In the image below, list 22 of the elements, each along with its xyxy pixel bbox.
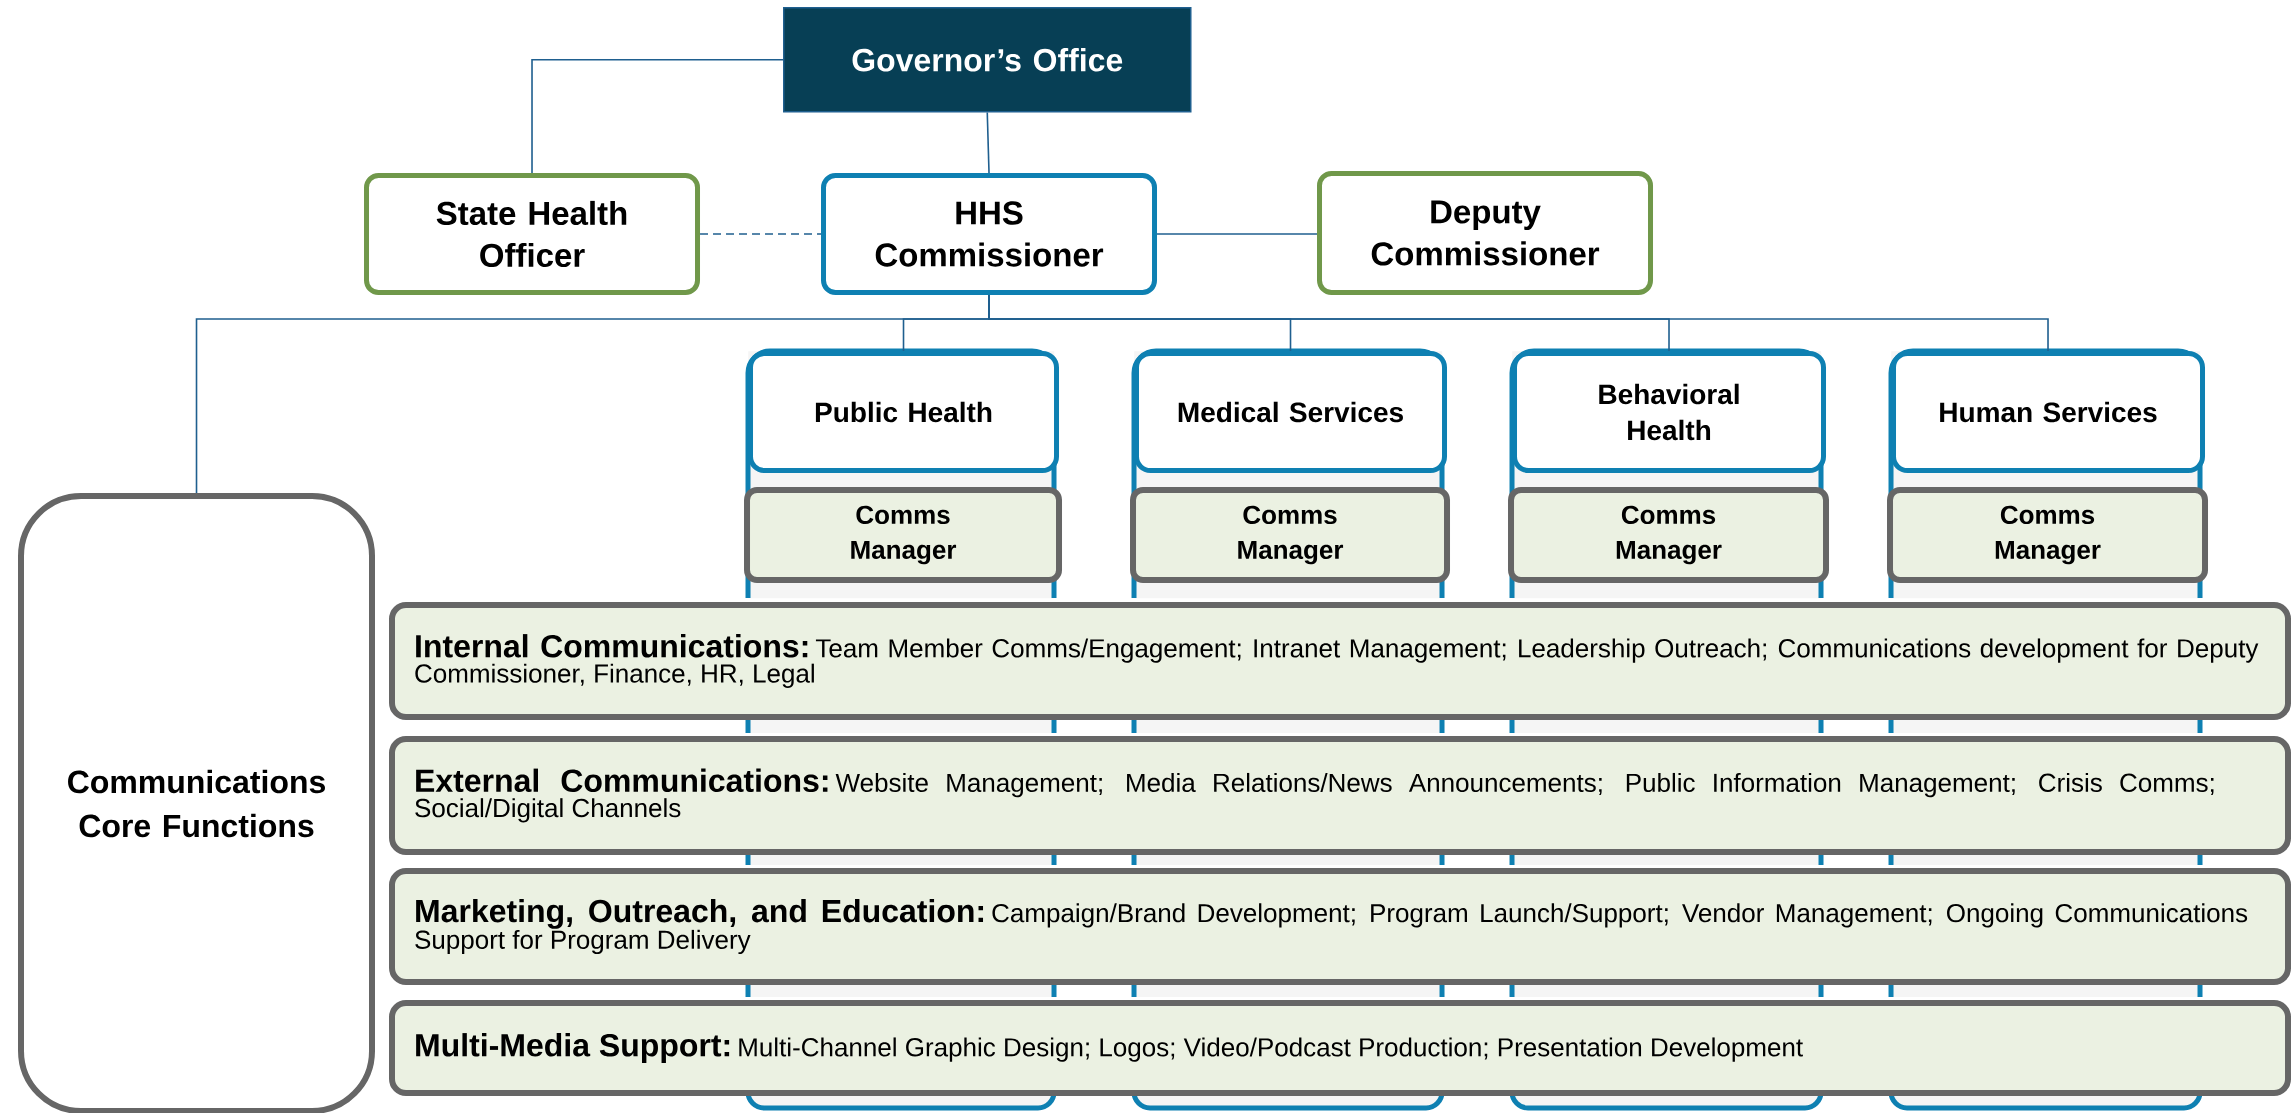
connector-line xyxy=(988,294,2049,352)
functions-box: Communications Core Functions xyxy=(18,493,375,1113)
officer-box: State Health Officer xyxy=(364,173,700,295)
division-box: Human Services xyxy=(1891,351,2205,473)
manager-box: Comms Manager xyxy=(1130,487,1450,583)
manager-box: Comms Manager xyxy=(1508,487,1829,583)
function-bar: External Communications: Website Management; Media Relations/News Announcements; Public Information Management; Crisis Comms; Social/Digital Channels xyxy=(389,736,2291,855)
function-bar: Marketing, Outreach, and Education: Campaign/Brand Development; Program Launch/Support; Vendor Management; Ongoing Communications Support for Program Delivery xyxy=(389,868,2291,985)
manager-box: Comms Manager xyxy=(1887,487,2208,583)
division-box: Medical Services xyxy=(1134,351,1447,473)
office-box: Governor’s Office xyxy=(783,7,1192,113)
officer-box: Deputy Commissioner xyxy=(1317,171,1653,295)
division-box: Behavioral Health xyxy=(1512,351,1826,473)
commissioner-box: HHS Commissioner xyxy=(821,173,1157,295)
function-bar: Internal Communications: Team Member Comms/Engagement; Intranet Management; Leadership Outreach; Communications development for Deputy Commissioner, Finance, HR, Legal xyxy=(389,602,2291,720)
manager-box: Comms Manager xyxy=(744,487,1062,583)
connector-line xyxy=(1156,233,1318,235)
connector-line xyxy=(531,58,784,174)
connector-line xyxy=(986,111,990,174)
connector-line xyxy=(699,233,822,235)
function-bar: Multi-Media Support: Multi-Channel Graphic Design; Logos; Video/Podcast Production; Presentation Development xyxy=(389,1000,2291,1096)
division-box: Public Health xyxy=(748,351,1059,473)
